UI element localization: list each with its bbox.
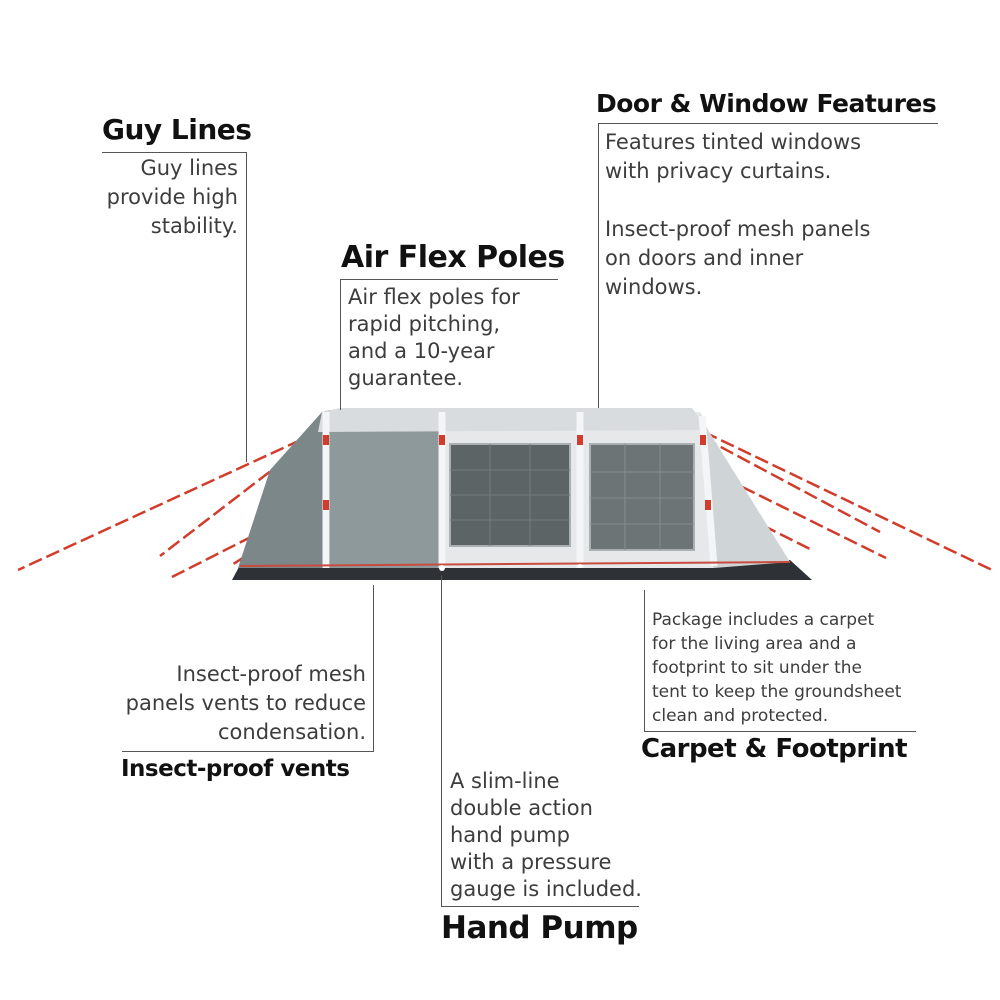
guy-lines-leader-v bbox=[246, 152, 247, 462]
right-window bbox=[589, 443, 695, 551]
tent-front-left-panel bbox=[330, 410, 442, 568]
vents-leader-v bbox=[373, 585, 374, 752]
tent-left-side bbox=[238, 410, 330, 568]
guy-lines-text: Guy lines provide high stability. bbox=[106, 156, 238, 238]
door-window-leader-v bbox=[598, 123, 599, 408]
carpet-leader-v bbox=[644, 590, 645, 732]
carpet-footprint-text: Package includes a carpet for the living… bbox=[652, 610, 902, 726]
hand-pump-text: A slim-line double action hand pump with… bbox=[450, 769, 642, 901]
door-window-leader-h bbox=[598, 123, 938, 124]
insect-vents-title: Insect-proof vents bbox=[121, 756, 350, 782]
carpet-footprint-title: Carpet & Footprint bbox=[641, 734, 908, 764]
guy-lines-title: Guy Lines bbox=[102, 113, 252, 146]
air-flex-leader-h bbox=[340, 279, 558, 280]
tent-roof bbox=[318, 408, 708, 432]
pump-leader-v bbox=[441, 575, 442, 907]
air-flex-poles-text: Air flex poles for rapid pitching, and a… bbox=[348, 285, 520, 390]
air-flex-poles-title: Air Flex Poles bbox=[341, 240, 565, 275]
tent-right-side bbox=[700, 412, 790, 568]
door-window-title: Door & Window Features bbox=[596, 89, 937, 118]
pump-leader-h bbox=[441, 906, 639, 907]
pole-red-markers bbox=[323, 435, 711, 510]
guy-lines-leader-h bbox=[102, 152, 247, 153]
left-window-mesh bbox=[450, 444, 570, 546]
right-guy-lines bbox=[703, 430, 993, 572]
right-window-mesh bbox=[590, 444, 694, 550]
base-trim bbox=[239, 561, 791, 567]
tent-pegs bbox=[439, 564, 582, 571]
carpet-leader-h bbox=[644, 731, 916, 732]
vents-leader-h bbox=[122, 751, 374, 752]
door-window-text: Features tinted windows with privacy cur… bbox=[605, 130, 871, 299]
hand-pump-title: Hand Pump bbox=[441, 910, 638, 946]
insect-vents-text: Insect-proof mesh panels vents to reduce… bbox=[125, 662, 366, 744]
air-flex-leader-v bbox=[340, 279, 341, 410]
